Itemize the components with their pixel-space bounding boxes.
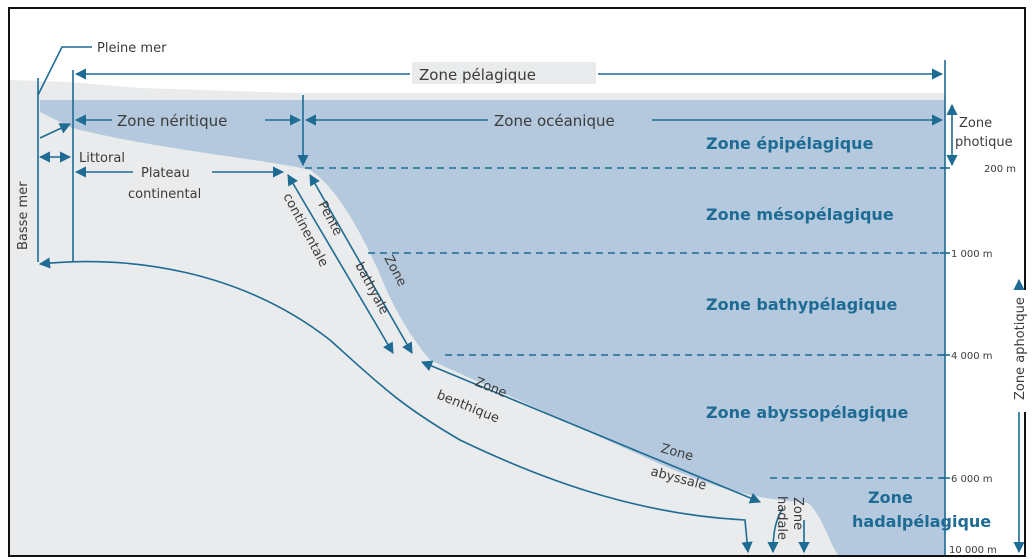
littoral-label: Littoral: [79, 151, 125, 166]
pleine-mer-label: Pleine mer: [97, 41, 167, 56]
zone-neritique-label: Zone néritique: [117, 112, 227, 130]
depth-1000: 1 000 m: [951, 249, 993, 260]
photique-label-2: photique: [955, 135, 1013, 150]
aphotique-label: Zone aphotique: [1013, 297, 1028, 400]
zone-hadal-2: hadalpélagique: [852, 512, 991, 531]
label-bg-aphotique: [1010, 290, 1028, 412]
zone-pelagique-label: Zone pélagique: [419, 66, 536, 84]
depth-4000: 4 000 m: [951, 351, 993, 362]
zone-bathypelagique: Zone bathypélagique: [706, 295, 897, 314]
zone-hadal-1: Zone: [868, 488, 913, 507]
zone-abyssopelagique: Zone abyssopélagique: [706, 403, 908, 422]
depth-6000: 6 000 m: [951, 474, 993, 485]
zone-epipelagique: Zone épipélagique: [706, 134, 874, 153]
depth-200: 200 m: [984, 164, 1016, 175]
photique-label-1: Zone: [959, 116, 992, 131]
plateau-label-2: continental: [128, 187, 201, 202]
depth-10000: 10 000 m: [949, 545, 997, 556]
hadale-label-2: hadale: [774, 496, 789, 540]
plateau-label-1: Plateau: [141, 166, 190, 181]
basse-mer-arrow: [39, 123, 72, 139]
pleine-mer-leader: [37, 46, 92, 96]
label-bg-neritique: [112, 109, 264, 131]
label-bg-pelagique: [412, 62, 596, 84]
basse-mer-label: Basse mer: [16, 181, 31, 250]
zone-mesopelagique: Zone mésopélagique: [706, 205, 894, 224]
abyssale-arrow: [420, 360, 762, 504]
hadale-arrow-left: [767, 507, 784, 554]
zone-oceanique-label: Zone océanique: [494, 112, 615, 130]
hadale-label-1: Zone: [790, 497, 805, 530]
label-bg-oceanique: [488, 109, 652, 131]
